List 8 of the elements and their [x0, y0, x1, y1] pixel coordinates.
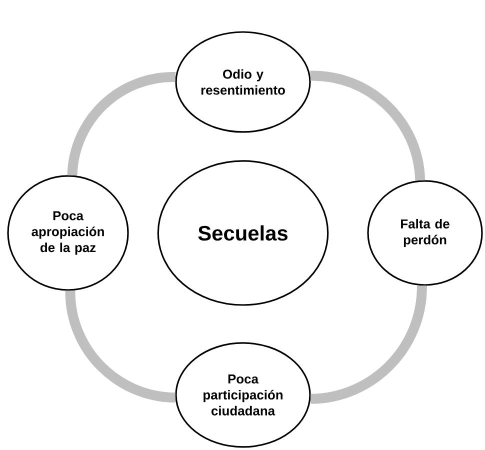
ellipse-node: Poca participación ciudadana: [175, 342, 311, 448]
ellipse-node: Odio y resentimiento: [175, 31, 311, 133]
ellipse-node: Poca apropiación de la paz: [7, 175, 129, 291]
ring-arc: [310, 285, 427, 404]
ring-arc: [310, 70, 426, 181]
ring-arc: [67, 72, 176, 176]
ellipse-node: Falta de perdón: [367, 180, 483, 286]
ring-arc: [65, 290, 176, 403]
